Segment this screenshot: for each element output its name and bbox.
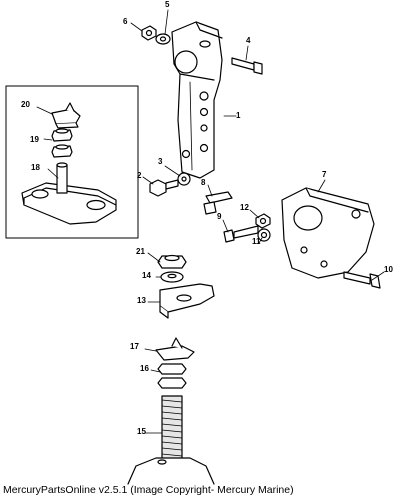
copyright-footer: MercuryPartsOnline v2.5.1 (Image Copyrig… <box>3 484 294 496</box>
callout-19: 19 <box>30 135 39 144</box>
part-12-nut <box>255 213 271 229</box>
callout-9: 9 <box>217 212 222 221</box>
callout-20: 20 <box>21 100 30 109</box>
part-3-washer <box>177 172 191 186</box>
callout-6: 6 <box>123 17 128 26</box>
part-18-base-plate <box>21 162 117 225</box>
part-17-clip <box>155 337 195 361</box>
part-7-plate <box>281 187 375 279</box>
part-13-lug <box>159 283 215 319</box>
inset-frame <box>5 85 139 239</box>
part-1-bracket <box>171 21 223 179</box>
part-6-nut <box>141 25 157 41</box>
part-20-clip <box>51 102 81 129</box>
part-8-pin <box>203 191 233 215</box>
callout-14: 14 <box>142 271 151 280</box>
callout-15: 15 <box>137 427 146 436</box>
leader-lines <box>36 9 385 434</box>
part-5-washer <box>155 33 171 45</box>
part-9-bolt <box>223 225 259 243</box>
part-15-stud <box>127 395 215 485</box>
part-14-washer <box>160 271 184 283</box>
callout-2: 2 <box>137 171 142 180</box>
callout-1: 1 <box>236 111 241 120</box>
callout-18: 18 <box>31 163 40 172</box>
callout-11: 11 <box>252 237 261 246</box>
callout-10: 10 <box>384 265 393 274</box>
callout-16: 16 <box>140 364 149 373</box>
part-21-nut <box>157 254 187 269</box>
callout-13: 13 <box>137 296 146 305</box>
callout-21: 21 <box>136 247 145 256</box>
callout-3: 3 <box>158 157 163 166</box>
part-19-nuts <box>51 128 73 158</box>
part-10-bolt <box>343 271 381 289</box>
callout-7: 7 <box>322 170 327 179</box>
callout-8: 8 <box>201 178 206 187</box>
part-2-bolt <box>149 179 179 197</box>
part-16-nuts <box>157 363 187 389</box>
callout-17: 17 <box>130 342 139 351</box>
callout-12: 12 <box>240 203 249 212</box>
callout-5: 5 <box>165 0 170 9</box>
part-4-bolt <box>231 57 263 75</box>
part-11-washer <box>257 228 271 242</box>
callout-4: 4 <box>246 36 251 45</box>
